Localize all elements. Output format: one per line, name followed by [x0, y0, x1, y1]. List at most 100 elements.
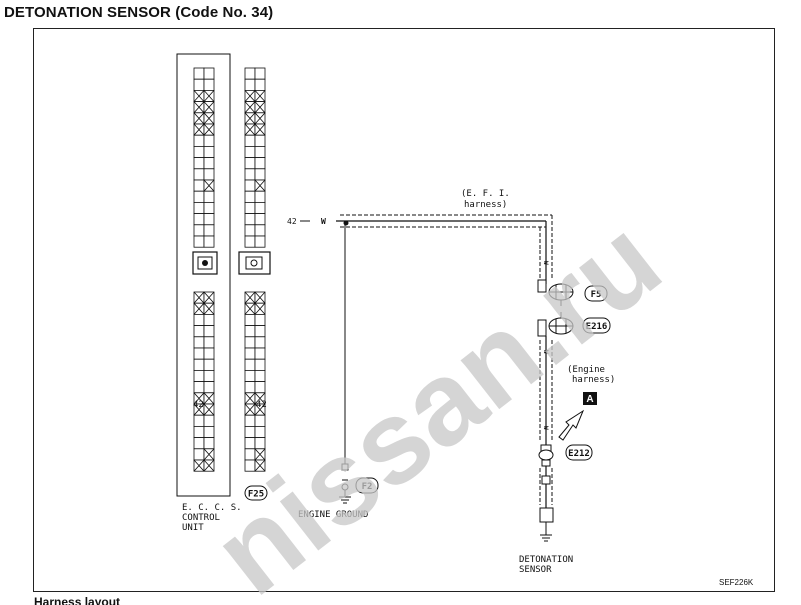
terminal-cell — [254, 381, 266, 394]
terminal-cell — [254, 157, 266, 170]
terminal-cell — [203, 369, 215, 382]
sensor-shielded-wire — [539, 250, 553, 508]
terminal-cell — [193, 414, 205, 427]
terminal-cell — [254, 201, 266, 214]
terminal-cell — [193, 381, 205, 394]
terminal-cross-mark — [193, 90, 205, 102]
terminal-cross-mark — [203, 302, 215, 315]
terminal-cell — [193, 179, 205, 192]
connector-e216-label: E216 — [586, 322, 608, 332]
terminal-cross-mark — [203, 448, 215, 461]
terminal-cell — [244, 313, 256, 326]
terminal-cell — [244, 369, 256, 382]
terminal-cell — [193, 347, 205, 360]
terminal-cross-mark — [254, 123, 266, 136]
connector-f5-label: F5 — [591, 290, 602, 300]
terminal-cell — [203, 78, 215, 91]
terminal-cross-mark — [203, 123, 215, 136]
terminal-cell — [254, 145, 266, 158]
terminal-cell — [203, 313, 215, 326]
terminal-cell — [254, 313, 266, 326]
connector-f5 — [537, 279, 574, 306]
terminal-cell — [193, 67, 205, 80]
figure-code: SEF226K — [719, 578, 754, 587]
ground-wire — [339, 220, 351, 504]
connector-f5-badge — [584, 285, 608, 302]
terminal-cell — [244, 213, 256, 226]
terminal-cell — [244, 134, 256, 147]
terminal-cell — [203, 325, 215, 338]
efi-harness-label-line1: (E. F. I. — [461, 189, 510, 199]
terminal-cell — [254, 190, 266, 203]
terminal-cell — [203, 358, 215, 371]
terminal-cell — [193, 145, 205, 158]
ecu-label-line1: E. C. C. S. — [182, 503, 242, 513]
terminal-cell — [254, 168, 266, 181]
terminal-cross-mark — [254, 392, 266, 405]
terminal-cell — [193, 358, 205, 371]
terminal-cell — [203, 425, 215, 438]
terminal-cell — [254, 67, 266, 80]
terminal-cell — [254, 437, 266, 450]
terminal-cell — [254, 425, 266, 438]
connector-f25-terminal-column — [244, 67, 266, 472]
terminal-cell — [254, 347, 266, 360]
terminal-cross-mark — [244, 403, 256, 416]
terminal-cell — [203, 190, 215, 203]
terminal-cross-mark — [244, 90, 256, 102]
signal-pin-label: 42 — [287, 217, 297, 226]
terminal-cell — [203, 168, 215, 181]
terminal-cell — [193, 78, 205, 91]
terminal-cell — [254, 134, 266, 147]
terminal-cross-mark — [254, 302, 266, 315]
wire-mark-3: W — [542, 426, 549, 430]
terminal-cross-mark — [244, 291, 256, 304]
terminal-cell — [244, 381, 256, 394]
terminal-cell — [254, 213, 266, 226]
terminal-cross-mark — [193, 112, 205, 125]
terminal-cell — [244, 235, 256, 248]
terminal-cross-mark — [254, 179, 266, 192]
terminal-cross-mark — [254, 459, 266, 472]
terminal-cell — [203, 213, 215, 226]
terminal-cross-mark — [193, 302, 205, 315]
detonation-sensor-symbol — [539, 475, 554, 542]
terminal-cell — [203, 67, 215, 80]
terminal-cross-mark — [203, 403, 215, 416]
terminal-cell — [254, 414, 266, 427]
terminal-cross-mark — [203, 459, 215, 472]
terminal-cell — [203, 201, 215, 214]
ecu-terminal-column — [193, 67, 215, 472]
terminal-cell — [244, 358, 256, 371]
terminal-cross-mark — [193, 403, 205, 416]
reference-marker-a-label: A — [586, 394, 593, 405]
wire-mark-2: W — [542, 350, 549, 354]
terminal-cross-mark — [193, 123, 205, 136]
terminal-cell — [203, 437, 215, 450]
terminal-cross-mark — [193, 459, 205, 472]
engine-harness-label-line1: (Engine — [567, 365, 605, 375]
terminal-cell — [193, 448, 205, 461]
terminal-cross-mark — [193, 101, 205, 114]
terminal-cell — [244, 67, 256, 80]
signal-wire-color: W — [321, 217, 326, 226]
terminal-cross-mark — [203, 291, 215, 304]
terminal-cell — [244, 325, 256, 338]
diagram-frame — [33, 28, 775, 592]
wire-mark-1: W — [542, 261, 549, 265]
terminal-cell — [254, 325, 266, 338]
terminal-cell — [203, 235, 215, 248]
terminal-cross-mark — [244, 101, 256, 114]
f25-shield-terminal — [238, 251, 271, 275]
terminal-cell — [244, 336, 256, 349]
terminal-cross-mark — [244, 392, 256, 405]
terminal-cell — [193, 168, 205, 181]
terminal-cell — [244, 425, 256, 438]
terminal-cell — [193, 235, 205, 248]
terminal-cross-mark — [254, 403, 266, 416]
terminal-cell — [193, 425, 205, 438]
terminal-cross-mark — [203, 179, 215, 192]
connector-e212-badge — [565, 444, 593, 461]
terminal-cross-mark — [193, 291, 205, 304]
terminal-cell — [193, 134, 205, 147]
